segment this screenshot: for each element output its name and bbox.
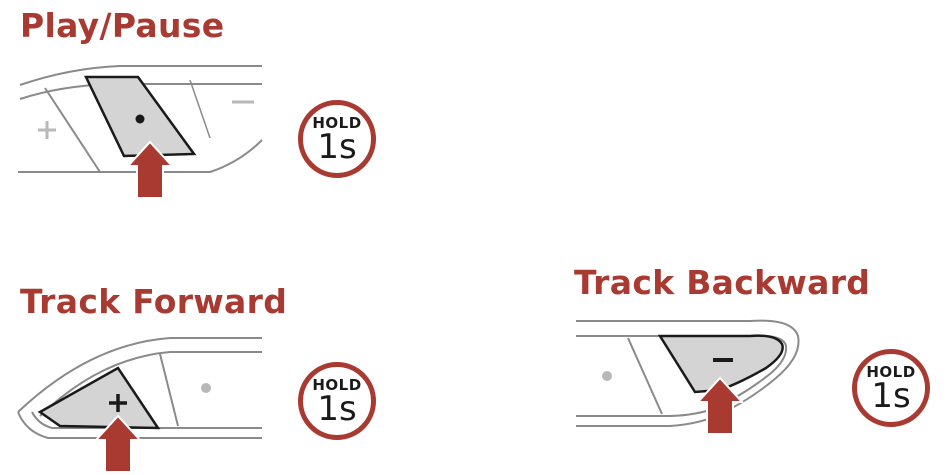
hold-badge: HOLD 1s (298, 100, 376, 178)
center-dot-icon (602, 371, 612, 381)
hold-badge: HOLD 1s (298, 362, 376, 440)
plus-icon (38, 121, 56, 139)
hold-label: HOLD (866, 363, 916, 381)
track-backward-device-diagram (576, 319, 800, 435)
press-arrow-icon (125, 140, 175, 199)
hold-duration: 1s (871, 376, 911, 416)
plus-icon (109, 394, 127, 412)
track-forward-device-diagram (17, 337, 262, 473)
device-body-outline (576, 319, 800, 427)
hold-duration: 1s (317, 127, 357, 167)
press-arrow-icon (695, 376, 745, 435)
device-body-outline (18, 65, 263, 173)
hold-label: HOLD (312, 114, 362, 132)
center-dot-icon (201, 383, 211, 393)
plus-button[interactable] (37, 366, 161, 430)
play-pause-title: Play/Pause (20, 6, 225, 45)
hold-badge: HOLD 1s (852, 349, 930, 427)
press-arrow-icon (93, 414, 143, 473)
play-pause-device-diagram (18, 65, 263, 199)
track-forward-title: Track Forward (20, 282, 288, 321)
center-dot-icon (135, 114, 145, 124)
track-backward-title: Track Backward (574, 263, 871, 302)
hold-label: HOLD (312, 376, 362, 394)
hold-duration: 1s (317, 389, 357, 429)
minus-button[interactable] (657, 334, 784, 394)
